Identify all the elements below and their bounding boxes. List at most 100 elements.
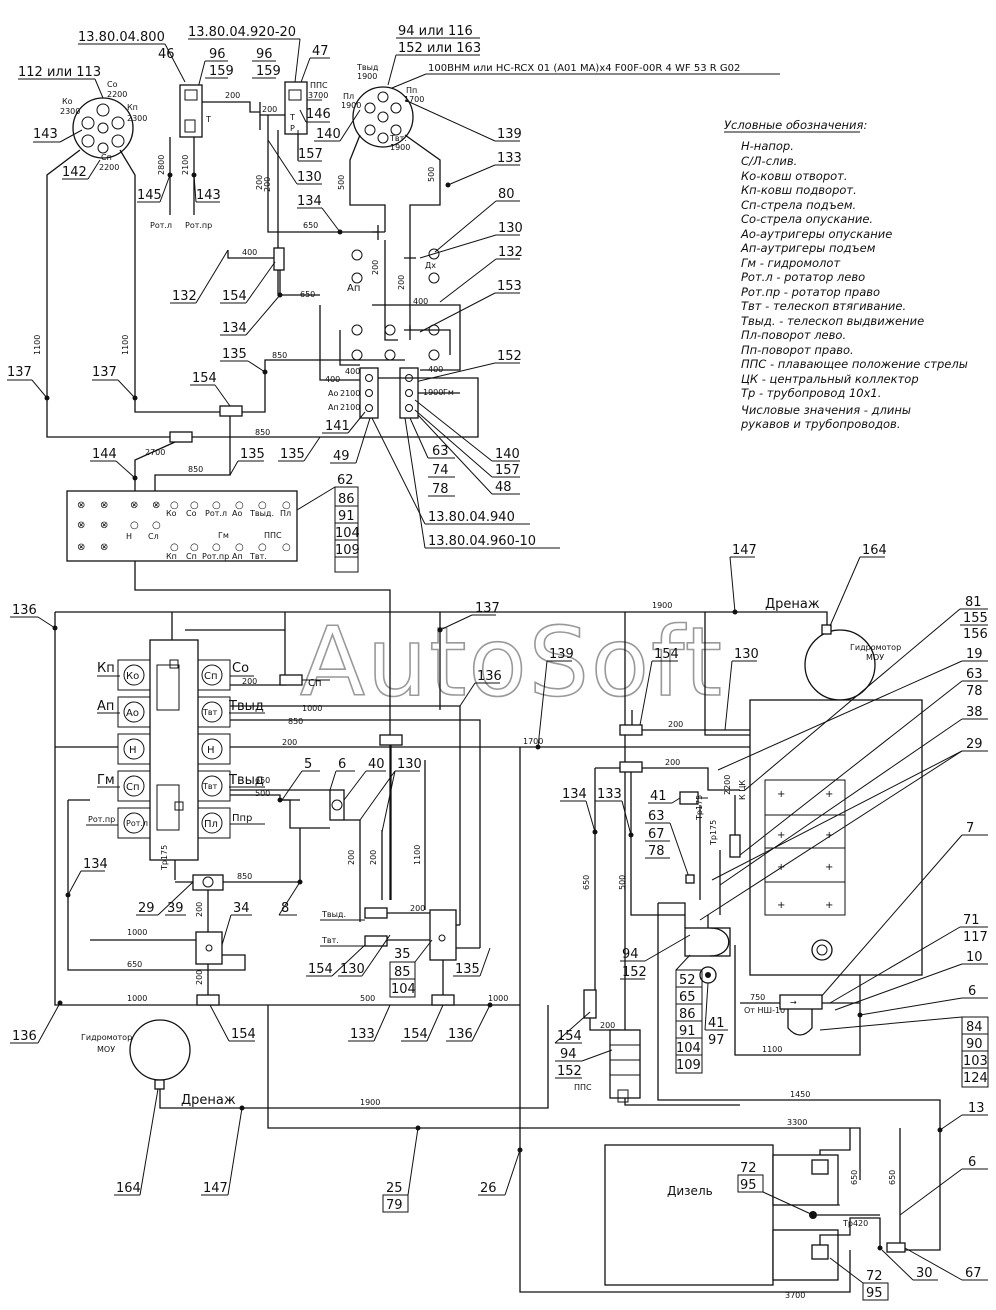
callout-140: 140: [316, 127, 341, 142]
callout-152: 152: [497, 349, 522, 364]
svg-text:200: 200: [195, 970, 204, 985]
callout-130: 130: [397, 757, 422, 772]
svg-text:Пл: Пл: [204, 819, 218, 830]
svg-text:1000: 1000: [127, 928, 147, 937]
svg-text:500: 500: [427, 167, 436, 182]
legend-title: Условные обозначения:: [724, 118, 867, 132]
callout-47: 47: [312, 44, 329, 59]
callout-63: 63: [648, 809, 665, 824]
callout-90: 90: [966, 1037, 983, 1052]
callout-157: 157: [495, 463, 520, 478]
svg-text:650: 650: [303, 221, 318, 230]
callout-154: 154: [403, 1027, 428, 1042]
svg-text:2100: 2100: [340, 403, 360, 412]
callout-154: 154: [308, 962, 333, 977]
svg-text:1100: 1100: [762, 1045, 782, 1054]
callout-135: 135: [222, 347, 247, 362]
svg-text:Ап: Ап: [232, 552, 243, 561]
svg-text:Рот.л - ротатор лево: Рот.л - ротатор лево: [741, 270, 865, 284]
svg-text:○: ○: [235, 500, 244, 511]
svg-text:Твыд. - телескоп выдвижение: Твыд. - телескоп выдвижение: [741, 314, 924, 328]
svg-text:Ао: Ао: [328, 389, 338, 398]
svg-text:400: 400: [242, 248, 257, 257]
svg-text:1100: 1100: [121, 335, 130, 355]
svg-text:Гм: Гм: [97, 773, 115, 788]
svg-text:Т: Т: [289, 113, 295, 122]
callout-74: 74: [432, 463, 449, 478]
callout-135: 135: [455, 962, 480, 977]
callout-164: 164: [862, 543, 887, 558]
callout-65: 65: [679, 990, 696, 1005]
callout-159: 159: [256, 64, 281, 79]
svg-text:1100: 1100: [413, 845, 422, 865]
svg-text:рукавов и трубопроводов.: рукавов и трубопроводов.: [740, 417, 901, 431]
callout-145: 145: [137, 188, 162, 203]
control-head-left: Ко 2300 Со 2200 Кп 2300 Сп 2200: [60, 80, 147, 172]
svg-text:К ЦК: К ЦК: [738, 780, 747, 800]
svg-text:○: ○: [190, 500, 199, 511]
callout-117: 117: [963, 930, 988, 945]
svg-text:Рот.пр - ротатор право: Рот.пр - ротатор право: [741, 285, 880, 299]
callout-156: 156: [963, 627, 988, 642]
callout-139: 139: [549, 647, 574, 662]
svg-text:Твыд.: Твыд.: [249, 509, 274, 518]
svg-text:2700: 2700: [145, 448, 165, 457]
callout-29: 29: [138, 901, 155, 916]
svg-text:850: 850: [288, 717, 303, 726]
svg-text:200: 200: [665, 758, 680, 767]
drainage-label: Дренаж: [181, 1093, 236, 1108]
callout-48: 48: [495, 480, 512, 495]
callout-154: 154: [222, 289, 247, 304]
callout-133: 133: [350, 1027, 375, 1042]
svg-text:3300: 3300: [787, 1118, 807, 1127]
svg-text:400: 400: [413, 297, 428, 306]
svg-text:+: +: [825, 862, 833, 873]
callout-154: 154: [231, 1027, 256, 1042]
svg-text:○: ○: [258, 542, 267, 553]
callout-86: 86: [679, 1007, 696, 1022]
callout-72: 72: [740, 1161, 757, 1176]
svg-text:200: 200: [410, 904, 425, 913]
callout-136: 136: [448, 1027, 473, 1042]
check-valve-40: [329, 789, 345, 821]
svg-text:650: 650: [300, 290, 315, 299]
hydromotor-top: Гидромотор МОУ: [804, 624, 901, 701]
svg-text:Ппр: Ппр: [232, 813, 252, 824]
svg-text:Ао-аутригеры опускание: Ао-аутригеры опускание: [740, 227, 892, 241]
svg-text:3700: 3700: [308, 91, 328, 100]
svg-text:Р: Р: [290, 124, 295, 133]
callout-159: 159: [209, 64, 234, 79]
callout-137: 137: [92, 365, 117, 380]
callout-91: 91: [679, 1024, 696, 1039]
svg-text:Рот.пр: Рот.пр: [202, 552, 229, 561]
svg-text:○: ○: [212, 542, 221, 553]
svg-text:○: ○: [212, 500, 221, 511]
callout-152: 152: [622, 965, 647, 980]
callout-49: 49: [333, 449, 350, 464]
callout-95: 95: [740, 1178, 757, 1193]
svg-text:850: 850: [188, 465, 203, 474]
svg-text:1700: 1700: [404, 95, 424, 104]
callout-141: 141: [325, 419, 350, 434]
callout-146: 146: [306, 107, 331, 122]
svg-text:○: ○: [258, 500, 267, 511]
svg-text:Н: Н: [207, 745, 215, 756]
callout-140: 140: [495, 447, 520, 462]
svg-text:400: 400: [325, 375, 340, 384]
callout-164: 164: [116, 1181, 141, 1196]
svg-text:⊗: ⊗: [77, 520, 85, 531]
callout-41: 41: [650, 789, 667, 804]
callout-153: 153: [497, 279, 522, 294]
svg-text:200: 200: [242, 677, 257, 686]
svg-text:Н-напор.: Н-напор.: [741, 139, 794, 153]
svg-text:Твт.: Твт.: [389, 134, 407, 143]
svg-text:Ко-ковш отворот.: Ко-ковш отворот.: [741, 169, 848, 183]
svg-text:Сл: Сл: [148, 532, 159, 541]
svg-text:○: ○: [130, 520, 139, 531]
callout-85: 85: [394, 965, 411, 980]
callout-104: 104: [391, 982, 416, 997]
callout-157: 157: [298, 147, 323, 162]
callout-96: 96: [256, 47, 273, 62]
part-13-80-04-920-20: 13.80.04.920-20: [188, 25, 296, 40]
